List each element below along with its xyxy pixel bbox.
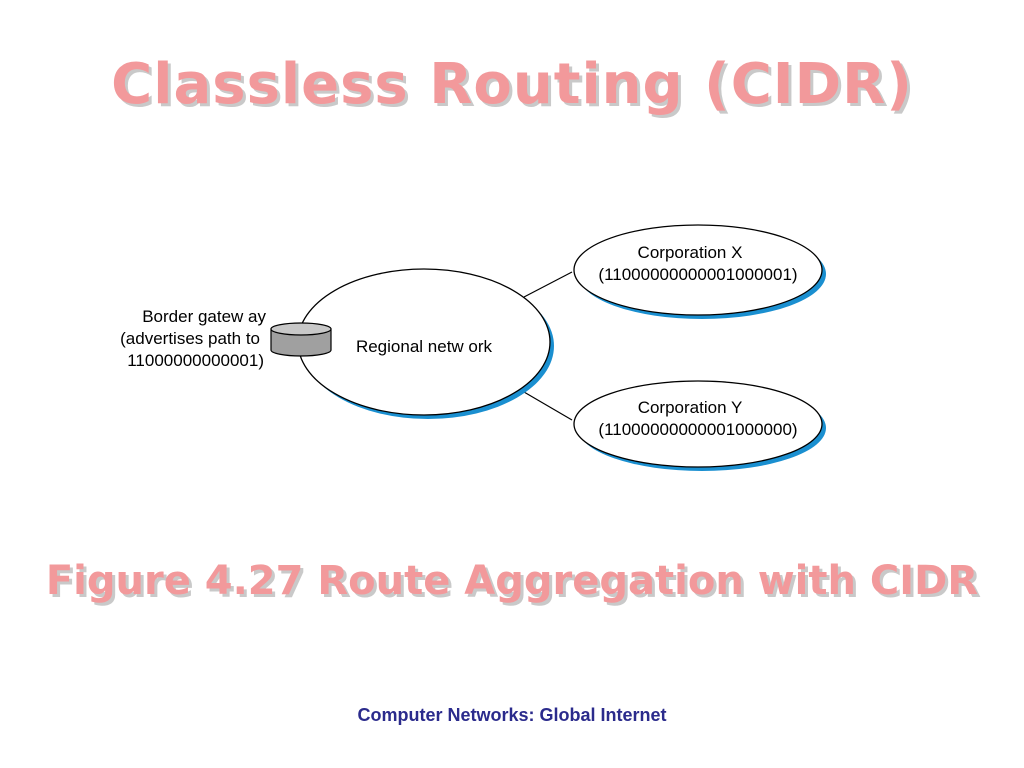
slide-title: Classless Routing (CIDR)	[111, 52, 913, 117]
router-cylinder-icon	[270, 322, 332, 357]
corp-x-name: Corporation X	[638, 243, 743, 262]
corp-x-node: Corporation X (11000000000001000001)	[573, 224, 826, 319]
corp-y-name: Corporation Y	[638, 398, 743, 417]
figure-caption: Figure 4.27 Route Aggregation with CIDR	[45, 558, 979, 604]
link-regional-to-corp-x	[523, 271, 573, 298]
corp-y-node: Corporation Y (11000000000001000000)	[573, 380, 826, 471]
corp-y-address: (11000000000001000000)	[598, 420, 797, 439]
link-regional-to-corp-y	[523, 391, 573, 421]
border-gateway-line1: Border gatew ay	[142, 307, 266, 326]
slide-footer: Computer Networks: Global Internet	[357, 705, 667, 725]
regional-network-node: Regional netw ork	[297, 268, 554, 419]
corp-x-address: (11000000000001000001)	[598, 265, 797, 284]
border-gateway-line3: 11000000000001)	[127, 351, 264, 370]
regional-network-label: Regional netw ork	[356, 337, 493, 356]
border-gateway-line2: (advertises path to	[120, 329, 260, 348]
